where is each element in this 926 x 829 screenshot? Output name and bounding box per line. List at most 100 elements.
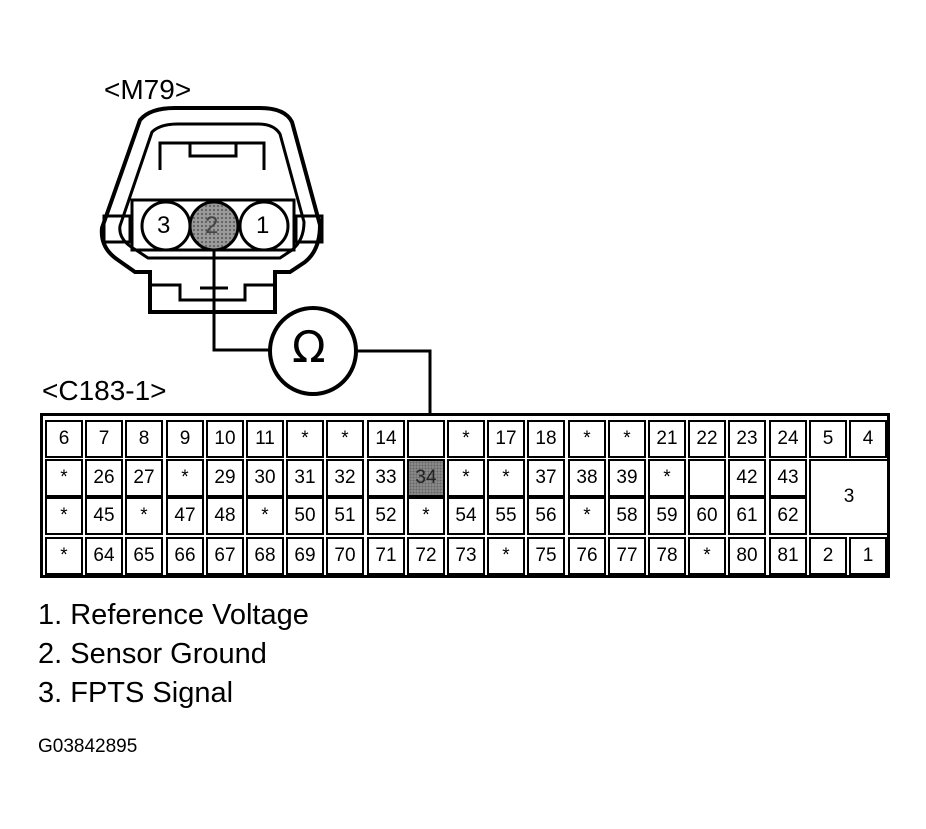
pin-cell: *	[487, 537, 525, 575]
pin-cell	[407, 420, 445, 458]
pin-cell: 64	[85, 537, 123, 575]
pin-cell: 73	[447, 537, 485, 575]
pin-cell: 66	[166, 537, 204, 575]
pin-cell: *	[447, 420, 485, 458]
probe-wire-left	[212, 250, 270, 352]
pin-cell: 47	[166, 497, 204, 535]
m79-right-ear	[294, 214, 324, 244]
m79-pin-2-label: 2	[205, 212, 219, 239]
pin-cell: 70	[326, 537, 364, 575]
pin-cell: *	[45, 497, 83, 535]
c183-1-label: <C183-1>	[42, 375, 167, 406]
pin-cell: 21	[648, 420, 686, 458]
pin-cell: 78	[648, 537, 686, 575]
ohm-symbol: Ω	[292, 322, 326, 373]
pin-cell: *	[326, 420, 364, 458]
pin-cell: 62	[769, 497, 807, 535]
pin-cell: 59	[648, 497, 686, 535]
pin-cell: 45	[85, 497, 123, 535]
pin-cell: 48	[206, 497, 244, 535]
pin-cell: 17	[487, 420, 525, 458]
wiring-diagram: <M79> 3 2 1 Ω <C183-1>	[42, 74, 432, 460]
pin-cell: 14	[367, 420, 405, 458]
pin-cell: 18	[527, 420, 565, 458]
pin-cell: 80	[728, 537, 766, 575]
pin-cell: 50	[286, 497, 324, 535]
m79-latch-block	[188, 141, 238, 158]
pin-cell: 71	[367, 537, 405, 575]
pin-cell: 23	[728, 420, 766, 458]
pin-cell: 38	[568, 459, 606, 497]
pin-cell: 60	[688, 497, 726, 535]
pin-cell: 77	[608, 537, 646, 575]
pin-cell: *	[487, 459, 525, 497]
pin-cell: 4	[849, 420, 887, 458]
pin-cell: 81	[769, 537, 807, 575]
pin-cell: 10	[206, 420, 244, 458]
pin-cell: 29	[206, 459, 244, 497]
pin-cell: 43	[769, 459, 807, 497]
pin-cell: 39	[608, 459, 646, 497]
m79-pin-1	[238, 200, 290, 252]
connector-drawing	[99, 106, 432, 460]
pin-cell: 37	[527, 459, 565, 497]
pin-cell: 55	[487, 497, 525, 535]
pin-cell: 75	[527, 537, 565, 575]
pin-cell: 51	[326, 497, 364, 535]
pin-cell: 72	[407, 537, 445, 575]
m79-left-ear	[102, 214, 132, 244]
pin-cell: *	[568, 420, 606, 458]
m79-label: <M79>	[104, 74, 192, 105]
m79-pin-3-label: 3	[157, 212, 171, 239]
pin-cell: *	[407, 497, 445, 535]
pin-cell: 27	[125, 459, 163, 497]
pin-cell: *	[166, 459, 204, 497]
pin-cell	[688, 459, 726, 497]
pin-cell: 32	[326, 459, 364, 497]
pin-cell: 30	[246, 459, 284, 497]
pin-cell: 56	[527, 497, 565, 535]
pin-cell: 24	[769, 420, 807, 458]
pin-cell: *	[688, 537, 726, 575]
pin-cell: 31	[286, 459, 324, 497]
legend-item-2: 2. Sensor Ground	[38, 638, 267, 670]
m79-housing-outer	[99, 106, 323, 314]
pin-cell: *	[286, 420, 324, 458]
pin-cell: 69	[286, 537, 324, 575]
legend-item-1: 1. Reference Voltage	[38, 599, 309, 631]
pin-cell: 68	[246, 537, 284, 575]
legend-item-3: 3. FPTS Signal	[38, 677, 234, 709]
pin-cell: *	[125, 497, 163, 535]
pin-cell: 11	[246, 420, 284, 458]
pin-cell: 34	[407, 459, 445, 497]
pin-cell: 54	[447, 497, 485, 535]
m79-pin-1-label: 1	[256, 212, 270, 239]
pin-cell: *	[608, 420, 646, 458]
pin-cell: *	[447, 459, 485, 497]
pin-cell: 26	[85, 459, 123, 497]
pin-cell: *	[246, 497, 284, 535]
pin-cell: 58	[608, 497, 646, 535]
pin-cell: 33	[367, 459, 405, 497]
pin-cell: 8	[125, 420, 163, 458]
pin-cell: 2	[809, 537, 847, 575]
pin-cell: *	[568, 497, 606, 535]
pin-cell: 9	[166, 420, 204, 458]
pin-cell: 76	[568, 537, 606, 575]
pin-cell: 1	[849, 537, 887, 575]
m79-housing-inner	[118, 122, 306, 260]
pin-cell: 65	[125, 537, 163, 575]
pin-cell: 42	[728, 459, 766, 497]
pin-cell: *	[648, 459, 686, 497]
pin-cell: 7	[85, 420, 123, 458]
pin-cell: 61	[728, 497, 766, 535]
pin-cell: 5	[809, 420, 847, 458]
pin-legend: 1. Reference Voltage 2. Sensor Ground 3.…	[38, 596, 309, 713]
pin-cell: 52	[367, 497, 405, 535]
pin-cell: *	[45, 537, 83, 575]
figure-id: G03842895	[38, 736, 138, 757]
pin-cell: *	[45, 459, 83, 497]
pin-cell: 67	[206, 537, 244, 575]
pin-cell: 22	[688, 420, 726, 458]
